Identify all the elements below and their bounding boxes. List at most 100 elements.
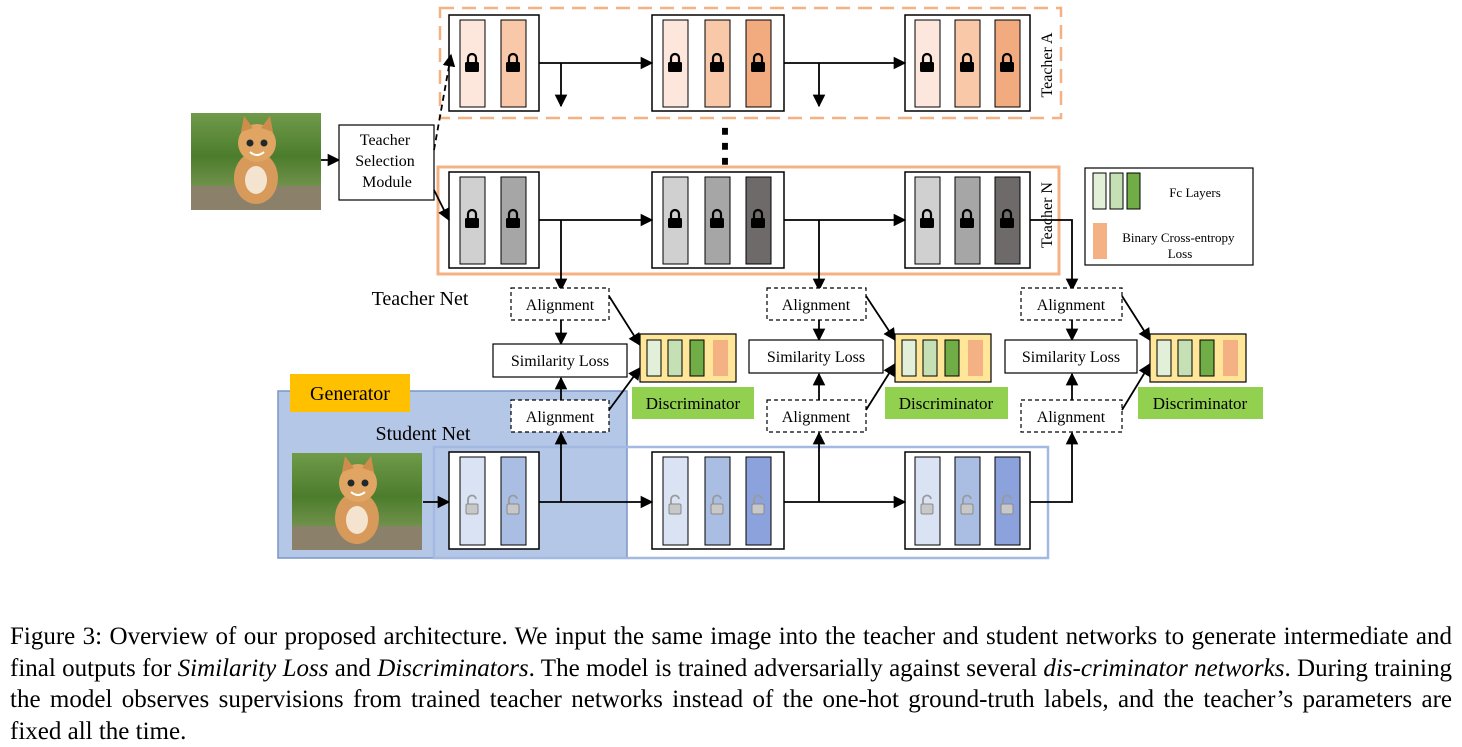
alignment-label: Alignment bbox=[782, 409, 851, 426]
student-layer bbox=[704, 456, 731, 546]
alignment-box-teacher bbox=[1020, 287, 1123, 321]
lock-icon bbox=[710, 208, 724, 228]
teacher-net-label: Teacher Net bbox=[372, 288, 469, 310]
student-layer bbox=[500, 456, 527, 546]
discriminator-fc-layer bbox=[646, 339, 662, 377]
alignment-to-discriminator-arrow bbox=[865, 362, 896, 411]
lock-icon bbox=[920, 52, 934, 72]
student-output-arrow bbox=[1030, 431, 1079, 503]
lock-icon bbox=[920, 208, 934, 228]
discriminator-bce bbox=[713, 340, 728, 376]
caption-text: . The model is trained adversarially aga… bbox=[528, 654, 1044, 682]
alignment-label: Alignment bbox=[526, 297, 595, 314]
discriminator-fc-layer bbox=[1177, 339, 1193, 377]
teacher-a-frame bbox=[438, 6, 1063, 120]
similarity-loss-label: Similarity Loss bbox=[1022, 349, 1120, 366]
student-layer bbox=[994, 456, 1021, 546]
student-layer bbox=[459, 456, 486, 546]
figure-caption: Figure 3: Overview of our proposed archi… bbox=[10, 621, 1452, 747]
similarity-loss-label: Similarity Loss bbox=[767, 349, 865, 366]
similarity-loss-label: Similarity Loss bbox=[511, 353, 609, 370]
caption-term: Similarity Loss bbox=[177, 654, 329, 682]
lock-icon bbox=[465, 208, 479, 228]
generator-label: Generator bbox=[310, 383, 390, 405]
lock-icon bbox=[710, 52, 724, 72]
alignment-to-discriminator-arrow bbox=[608, 366, 641, 411]
lock-icon bbox=[506, 208, 520, 228]
student-input-image bbox=[292, 453, 422, 550]
legend-fc-swatch bbox=[1092, 172, 1107, 210]
caption-term: dis-criminator networks bbox=[1043, 654, 1285, 682]
caption-text: Overview of our proposed architecture. W… bbox=[10, 623, 1453, 682]
discriminator-fc-layer bbox=[667, 339, 683, 377]
unlock-icon bbox=[710, 494, 724, 515]
lock-icon bbox=[751, 52, 765, 72]
similarity-loss-box bbox=[492, 343, 628, 378]
student-layer bbox=[745, 456, 772, 546]
teacher-n-output-arrow bbox=[1030, 219, 1079, 292]
alignment-label: Alignment bbox=[1037, 409, 1106, 426]
teacher-n-layer bbox=[459, 176, 486, 265]
selection-to-teacher-n-arrow bbox=[433, 189, 450, 222]
discriminator-label-box bbox=[632, 387, 754, 419]
discriminator-fc-layer bbox=[1199, 339, 1215, 377]
discriminator-bce bbox=[968, 340, 983, 376]
alignment-to-discriminator-arrow bbox=[865, 295, 896, 342]
teacher-selection-module bbox=[338, 124, 435, 201]
student-net-label: Student Net bbox=[376, 423, 471, 445]
legend-fc-label: Fc Layers bbox=[1169, 185, 1221, 200]
lock-icon bbox=[751, 208, 765, 228]
alignment-label: Alignment bbox=[1037, 297, 1106, 314]
teacher-a-label: Teacher A bbox=[1039, 32, 1056, 98]
discriminator-fc-layer bbox=[922, 339, 938, 377]
discriminator-label-box bbox=[885, 387, 1008, 419]
caption-text: and bbox=[328, 654, 378, 682]
teacher-input-image bbox=[191, 113, 321, 210]
student-layer bbox=[914, 456, 941, 546]
alignment-label: Alignment bbox=[782, 297, 851, 314]
architecture-diagram: Generator Teacher A Teacher N ⋮ bbox=[191, 6, 1263, 560]
unlock-icon bbox=[960, 494, 974, 515]
unlock-icon bbox=[920, 494, 934, 515]
discriminator-fc-layer bbox=[1156, 339, 1172, 377]
lock-icon bbox=[668, 208, 682, 228]
discriminator-fc-layer bbox=[689, 339, 705, 377]
lock-icon bbox=[668, 52, 682, 72]
lock-icon bbox=[506, 52, 520, 72]
unlock-icon bbox=[506, 494, 520, 515]
alignment-box-teacher bbox=[766, 287, 867, 321]
lock-icon bbox=[960, 52, 974, 72]
lock-icon bbox=[960, 208, 974, 228]
lock-icon bbox=[1000, 52, 1014, 72]
similarity-loss-box bbox=[1004, 339, 1138, 374]
unlock-icon bbox=[1000, 494, 1014, 515]
similarity-loss-box bbox=[748, 339, 884, 374]
caption-label: Figure 3: bbox=[10, 623, 103, 650]
discriminator-label: Discriminator bbox=[899, 394, 994, 413]
alignment-to-discriminator-arrow bbox=[1121, 295, 1151, 342]
discriminator-label-box bbox=[1138, 387, 1263, 419]
unlock-icon bbox=[668, 494, 682, 515]
legend-bce-swatch bbox=[1093, 223, 1107, 259]
unlock-icon bbox=[751, 494, 765, 515]
discriminator-fc-layer bbox=[901, 339, 917, 377]
unlock-icon bbox=[465, 494, 479, 515]
teacher-ellipsis: ⋮ bbox=[703, 121, 747, 170]
alignment-box-teacher bbox=[510, 287, 610, 321]
student-layer bbox=[662, 456, 689, 546]
legend-fc-swatch bbox=[1109, 172, 1124, 210]
alignment-to-discriminator-arrow bbox=[1121, 362, 1151, 411]
selection-to-teacher-a-arrow bbox=[433, 53, 456, 151]
teacher-n-label: Teacher N bbox=[1039, 182, 1056, 248]
discriminator-fc-layer bbox=[944, 339, 960, 377]
selection-module-label: Teacher Selection Module bbox=[355, 132, 419, 191]
discriminator-label: Discriminator bbox=[1153, 394, 1248, 413]
student-layer bbox=[954, 456, 981, 546]
discriminator-bce bbox=[1223, 340, 1238, 376]
teacher-n-layer bbox=[745, 176, 772, 265]
teacher-n-layer bbox=[500, 176, 527, 265]
alignment-label: Alignment bbox=[526, 409, 595, 426]
alignment-box-student bbox=[766, 399, 867, 433]
caption-term: Discriminators bbox=[377, 654, 529, 682]
caption-text: . During training the model observes sup… bbox=[10, 654, 1452, 745]
